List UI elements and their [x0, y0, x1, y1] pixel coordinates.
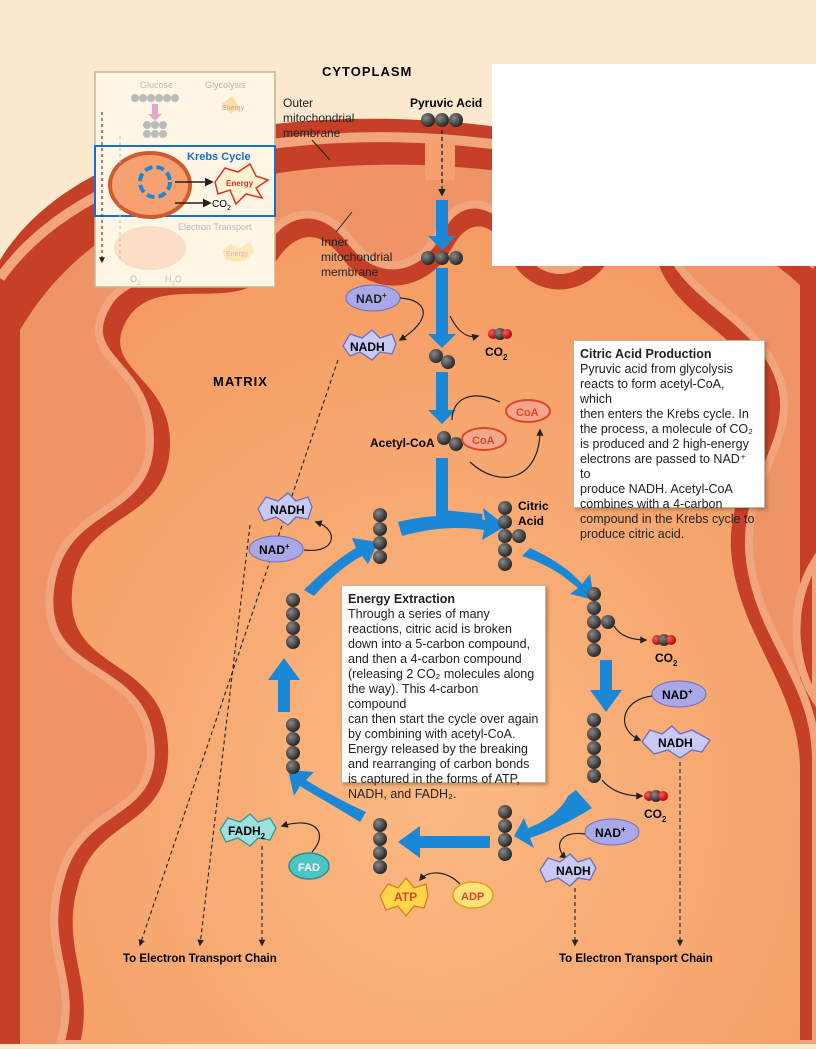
energy-box-line: reactions, citric acid is broken — [348, 622, 539, 637]
energy-box-line: can then start the cycle over again — [348, 712, 539, 727]
adp-label: ADP — [461, 891, 484, 903]
pyruvic-acid-label: Pyruvic Acid — [410, 96, 482, 110]
alpha-ketoglutarate-molecule — [587, 713, 601, 783]
citric-box-line: Pyruvic acid from glycolysis — [580, 362, 758, 377]
blue-arrow-acetyl-shaft — [436, 372, 448, 412]
inset-mitochondrion — [110, 153, 190, 217]
citric-box-line: the process, a molecule of CO₂ — [580, 422, 758, 437]
outer-membrane-label-2: mitochondrial — [283, 111, 354, 125]
nadh-left-label: NADH — [270, 503, 305, 517]
citric-box-line: produce citric acid. — [580, 527, 758, 542]
nadh-bottom-label: NADH — [556, 864, 591, 878]
blank-panel — [492, 64, 816, 266]
inset-electron-transport-label: Electron Transport — [178, 222, 252, 232]
inner-membrane-label-2: mitochondrial — [321, 250, 392, 264]
inset-glucose-label: Glucose — [140, 80, 173, 90]
citric-label-1: Citric — [518, 499, 549, 513]
nadh-right-label: NADH — [658, 736, 693, 750]
pyruvate-inner-molecule — [421, 251, 463, 265]
energy-box-line: by combining with acetyl-CoA. — [348, 727, 539, 742]
citric-box-line: is produced and 2 high-energy — [580, 437, 758, 452]
energy-box-line: and rearranging of carbon bonds — [348, 757, 539, 772]
co2-molecule-right1 — [652, 634, 676, 646]
coa-bound-label: CoA — [472, 435, 495, 447]
etc-label-left: To Electron Transport Chain — [123, 953, 277, 965]
matrix-label: MATRIX — [213, 374, 268, 389]
etc-label-right: To Electron Transport Chain — [559, 953, 713, 965]
nadh-top-label: NADH — [350, 340, 385, 354]
co2-molecule-top — [488, 328, 512, 340]
citric-box-line: produce NADH. Acetyl-CoA — [580, 482, 758, 497]
energy-box-line: the way). This 4-carbon compound — [348, 682, 539, 712]
atp-label: ATP — [394, 890, 417, 904]
energy-box-line: down into a 5-carbon compound, — [348, 637, 539, 652]
inner-membrane-label-1: Inner — [321, 235, 348, 249]
citric-box-line: then enters the Krebs cycle. In — [580, 407, 758, 422]
cytoplasm-label: CYTOPLASM — [322, 64, 412, 79]
membrane-pore — [425, 140, 455, 180]
energy-extraction-box: Energy Extraction Through a series of ma… — [341, 585, 546, 783]
inset-energy-bottom-label: Energy — [226, 251, 249, 258]
citric-box-line: compound in the Krebs cycle to — [580, 512, 758, 527]
inset-glycolysis-label: Glycolysis — [205, 80, 246, 90]
citric-box-line: reacts to form acetyl-CoA, which — [580, 377, 758, 407]
blue-arrow-to-citric-shaft — [436, 458, 448, 516]
inset-krebs-label: Krebs Cycle — [187, 151, 251, 163]
outer-membrane-label-1: Outer — [283, 96, 313, 110]
energy-box-line: (releasing 2 CO₂ molecules along — [348, 667, 539, 682]
energy-box-line: Through a series of many — [348, 607, 539, 622]
citric-acid-production-box: Citric Acid Production Pyruvic acid from… — [573, 340, 765, 508]
energy-box-line: is captured in the forms of ATP, — [348, 772, 539, 787]
energy-box-line: Energy released by the breaking — [348, 742, 539, 757]
outer-membrane-label-3: membrane — [283, 126, 341, 140]
citric-box-line: electrons are passed to NAD⁺ to — [580, 452, 758, 482]
co2-molecule-right2 — [644, 790, 668, 802]
inset-energy-label: Energy — [226, 179, 254, 188]
acetyl-coa-label: Acetyl-CoA — [370, 436, 435, 450]
blue-arrow-decarb-shaft — [436, 268, 448, 336]
inset-etc-mito — [114, 226, 186, 270]
citric-box-title: Citric Acid Production — [580, 347, 758, 362]
coa-free-label: CoA — [516, 407, 539, 419]
overview-inset: Glucose Glycolysis Energy Krebs Cycle En… — [95, 72, 275, 287]
inset-energy-top-label: Energy — [222, 105, 245, 112]
energy-box-line: and then a 4-carbon compound — [348, 652, 539, 667]
pyruvic-acid-molecule — [421, 113, 463, 127]
fad-label: FAD — [298, 862, 320, 874]
blue-arrow-entry-shaft — [436, 200, 448, 238]
inner-membrane-label-3: membrane — [321, 265, 379, 279]
citric-label-2: Acid — [518, 514, 544, 528]
energy-box-line: NADH, and FADH₂. — [348, 787, 539, 802]
energy-box-title: Energy Extraction — [348, 592, 539, 607]
citric-box-line: combines with a 4-carbon — [580, 497, 758, 512]
